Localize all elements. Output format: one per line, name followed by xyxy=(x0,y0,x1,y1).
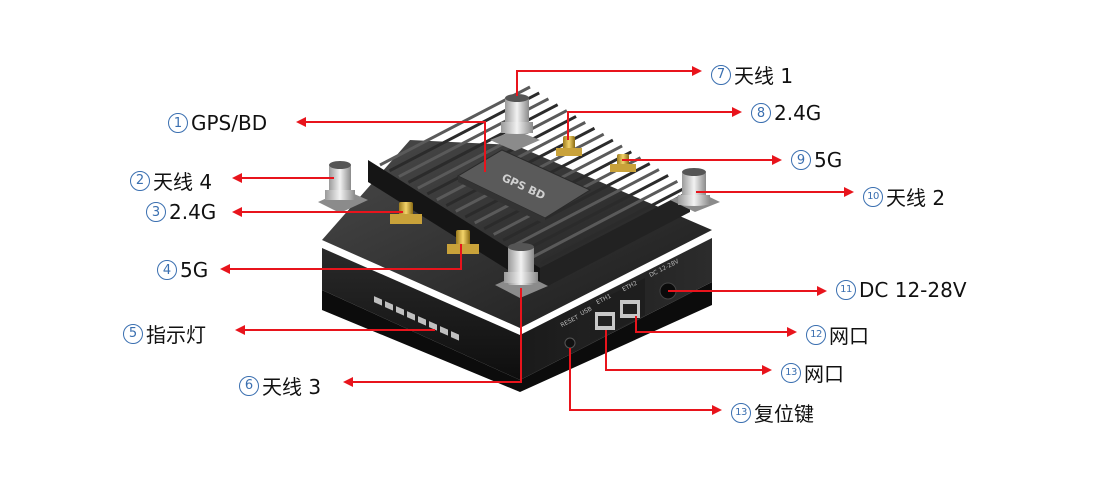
callout-number: 4 xyxy=(157,260,177,280)
callout-label: 天线 3 xyxy=(262,375,322,399)
callout-number: 6 xyxy=(239,375,259,396)
callout-number: 5 xyxy=(123,323,143,344)
connector-2g4-left xyxy=(390,202,422,224)
callout-label: 天线 4 xyxy=(153,170,213,194)
callout-antenna-2: 10 天线 2 xyxy=(863,182,945,211)
callout-label: 网口 xyxy=(829,324,869,348)
connector-5g-left xyxy=(447,230,479,254)
gps-plate: GPS BD xyxy=(456,149,592,224)
led xyxy=(440,326,448,336)
callout-5g-right: 9 5G xyxy=(791,148,842,172)
led xyxy=(429,321,437,331)
callout-ethernet-2: 12 网口 xyxy=(806,320,869,349)
callout-label: 复位键 xyxy=(754,402,814,426)
callout-number: 13 xyxy=(781,362,801,383)
connector-antenna-1 xyxy=(501,94,533,134)
callout-number: 8 xyxy=(751,103,771,123)
callout-number: 1 xyxy=(168,113,188,133)
fin xyxy=(511,168,660,248)
callout-reset: 13 复位键 xyxy=(731,398,814,427)
callout-antenna-1: 7 天线 1 xyxy=(711,60,793,89)
callout-dc-power: 11 DC 12-28V xyxy=(836,278,967,302)
led xyxy=(418,316,426,326)
led xyxy=(407,311,415,321)
callout-label: 指示灯 xyxy=(146,323,206,347)
indicator-leds xyxy=(374,296,459,341)
led xyxy=(385,301,393,311)
callout-label: 5G xyxy=(814,148,843,172)
callout-label: DC 12-28V xyxy=(859,278,967,302)
callout-ethernet-1: 13 网口 xyxy=(781,358,844,387)
callout-label: GPS/BD xyxy=(191,111,268,135)
callout-label: 天线 1 xyxy=(734,64,794,88)
callout-number: 11 xyxy=(836,280,856,300)
callout-number: 12 xyxy=(806,324,826,345)
callout-antenna-3: 6 天线 3 xyxy=(239,371,321,400)
callout-label: 2.4G xyxy=(774,101,822,125)
callout-number: 7 xyxy=(711,64,731,85)
fin xyxy=(417,109,568,190)
callout-5g-left: 4 5G xyxy=(157,258,208,282)
fin xyxy=(407,103,559,184)
led xyxy=(374,296,382,306)
callout-number: 3 xyxy=(146,202,166,222)
callout-label: 天线 2 xyxy=(886,186,946,210)
callout-lines xyxy=(220,66,854,415)
callout-2g4-right: 8 2.4G xyxy=(751,101,821,125)
connector-antenna-2 xyxy=(678,168,710,206)
callout-number: 9 xyxy=(791,150,811,170)
led xyxy=(451,331,459,341)
connector-2g4-right xyxy=(556,136,582,156)
callout-number: 2 xyxy=(130,170,150,191)
callout-2g4-left: 3 2.4G xyxy=(146,200,216,224)
callout-indicator: 5 指示灯 xyxy=(123,319,206,348)
callout-gps-bd: 1 GPS/BD xyxy=(168,111,267,135)
callout-number: 13 xyxy=(731,402,751,423)
callout-label: 网口 xyxy=(804,362,844,386)
callout-number: 10 xyxy=(863,186,883,207)
fin xyxy=(502,162,651,242)
connector-5g-right xyxy=(610,154,636,172)
upper-housing xyxy=(368,160,690,290)
fin xyxy=(521,174,669,254)
fin xyxy=(530,179,679,259)
callout-label: 5G xyxy=(180,258,209,282)
reset-button xyxy=(564,337,576,349)
connector-antenna-3 xyxy=(504,243,538,285)
callout-antenna-4: 2 天线 4 xyxy=(130,166,212,195)
callout-label: 2.4G xyxy=(169,200,217,224)
connector-antenna-4 xyxy=(325,161,355,200)
led xyxy=(396,306,404,316)
fin xyxy=(540,185,688,265)
